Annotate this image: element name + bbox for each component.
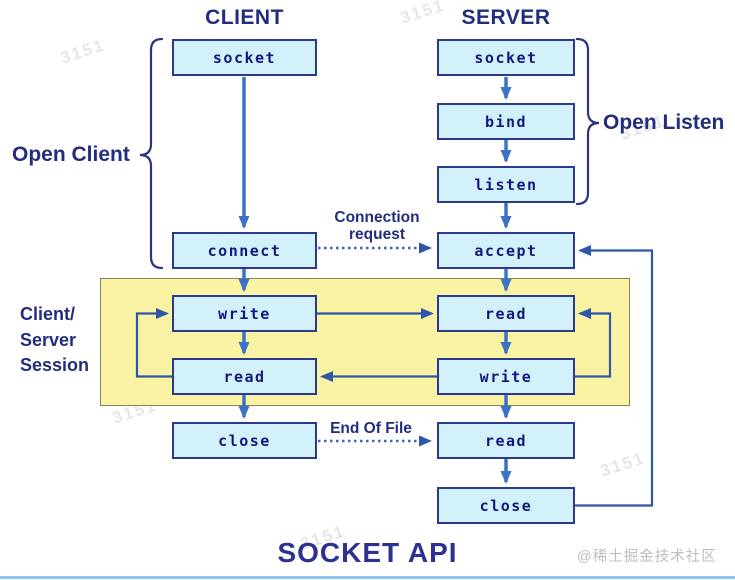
server-close-box: close <box>437 487 575 524</box>
flow-arrows <box>238 77 512 484</box>
braces <box>139 37 600 270</box>
server-header: SERVER <box>461 6 551 29</box>
connection-request-label: Connection request <box>317 209 437 243</box>
open-client-brace <box>139 37 164 270</box>
server-write-box: write <box>437 358 575 395</box>
open-client-label: Open Client <box>12 143 130 166</box>
session-label: Client/ Server Session <box>20 302 89 379</box>
community-watermark: @稀土掘金技术社区 <box>577 549 717 565</box>
session-line1: Client/ <box>20 304 76 324</box>
server-socket-box: socket <box>437 39 575 76</box>
server-read1-box: read <box>437 295 575 332</box>
open-listen-label: Open Listen <box>603 111 725 134</box>
server-bind-box: bind <box>437 103 575 140</box>
client-header: CLIENT <box>205 6 284 29</box>
server-read2-box: read <box>437 422 575 459</box>
client-connect-box: connect <box>172 232 317 269</box>
server-accept-box: accept <box>437 232 575 269</box>
diagram-title: SOCKET API <box>277 537 458 568</box>
client-socket-box: socket <box>172 39 317 76</box>
server-close-to-accept-loop <box>575 245 654 507</box>
client-close-box: close <box>172 422 317 459</box>
client-write-box: write <box>172 295 317 332</box>
open-listen-brace <box>575 37 600 206</box>
server-session-loop <box>575 308 612 378</box>
bottom-edge-line <box>0 576 735 579</box>
connection-request-line1: Connection <box>334 209 420 226</box>
client-session-loop <box>135 308 172 378</box>
dotted-arrows <box>318 242 432 447</box>
session-line3: Session <box>20 355 90 376</box>
session-line2: Server <box>20 329 77 350</box>
server-listen-box: listen <box>437 166 575 203</box>
end-of-file-label: End Of File <box>330 420 412 437</box>
client-read-box: read <box>172 358 317 395</box>
loop-arrows <box>135 245 654 507</box>
connection-request-line2: request <box>349 226 405 244</box>
